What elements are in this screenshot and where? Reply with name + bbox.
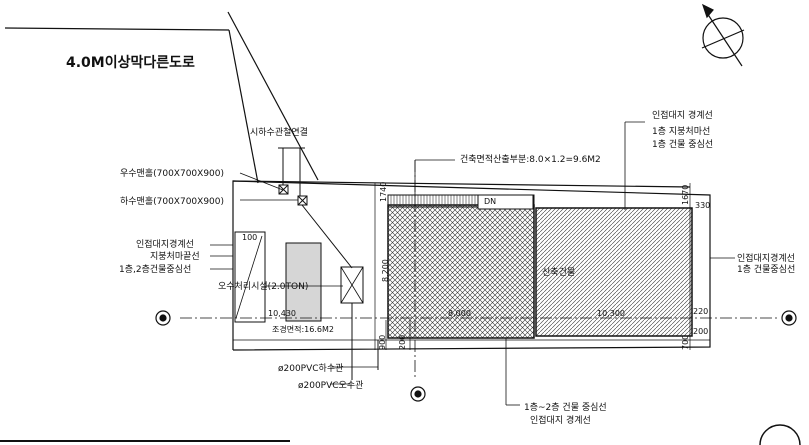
dim-1670: 1670 — [681, 185, 690, 205]
label-building-area: 건축면적산출부분:8.0×1.2=9.6M2 — [460, 153, 601, 165]
small-structure — [234, 231, 266, 323]
label-new-building: 신축건물 — [542, 267, 575, 278]
road-title: 4.0M이상막다른도로 — [66, 54, 195, 71]
dim-200b: 200 — [398, 335, 407, 350]
road-lines — [4, 11, 319, 184]
label-sewer-connection: 시하수관철연결 — [250, 127, 308, 138]
label-pvc-sewage: ø200PVC하수관 — [278, 363, 343, 374]
label-adjacent-right: 인접대지경계선 — [737, 252, 795, 264]
dimension-lines — [233, 183, 710, 350]
label-adjacent-boundary-left: 인접대지경계선 — [136, 238, 194, 250]
dim-900: 900 — [378, 335, 387, 350]
dim-200: 200 — [693, 327, 708, 336]
dim-220: 220 — [693, 307, 708, 316]
dim-8000: 8,000 — [448, 309, 471, 318]
label-floor12-bottom: 1층~2층 건물 중심선 — [524, 402, 607, 413]
landscape-zone — [285, 242, 322, 322]
center-lines — [180, 160, 780, 380]
label-adjacent-top: 인접대지 경계선 — [652, 109, 713, 121]
site-boundary — [232, 180, 711, 351]
building-left — [387, 204, 535, 339]
grid-marker-icon — [155, 310, 797, 402]
dim-10300: 10,300 — [597, 309, 625, 318]
building-right — [535, 207, 693, 337]
dim-100: 100 — [242, 233, 257, 242]
label-floor1-right: 1층 건물중심선 — [737, 264, 795, 275]
north-arrow-icon — [701, 3, 745, 67]
stair — [477, 194, 534, 210]
label-dn: DN — [484, 197, 496, 206]
dim-330: 330 — [695, 201, 710, 210]
label-landscape-area: 조경면적:16.6M2 — [272, 324, 334, 334]
dim-8200: 8,200 — [381, 259, 390, 282]
label-adjacent-bottom: 인접대지 경계선 — [530, 414, 591, 426]
label-rain-manhole: 우수맨홀(700X700X900) — [120, 167, 224, 179]
label-pvc-rain: ø200PVC오수관 — [298, 380, 363, 391]
label-eave-left: 지붕처마끝선 — [150, 250, 200, 262]
dim-1740: 1740 — [379, 182, 388, 202]
label-floor12-left: 1층,2층건물중심선 — [119, 264, 191, 275]
label-floor1-top: 1층 건물 중심선 — [652, 139, 713, 150]
label-sewage-manhole: 하수맨홀(700X700X900) — [120, 195, 224, 207]
label-sewage-facility: 오수처리시설(2.0TON) — [218, 280, 308, 292]
dim-700: 700 — [681, 335, 690, 350]
label-eave-top: 1층 지붕처마선 — [652, 125, 710, 137]
dim-10430: 10,430 — [268, 309, 296, 318]
manhole-icon — [278, 184, 308, 206]
